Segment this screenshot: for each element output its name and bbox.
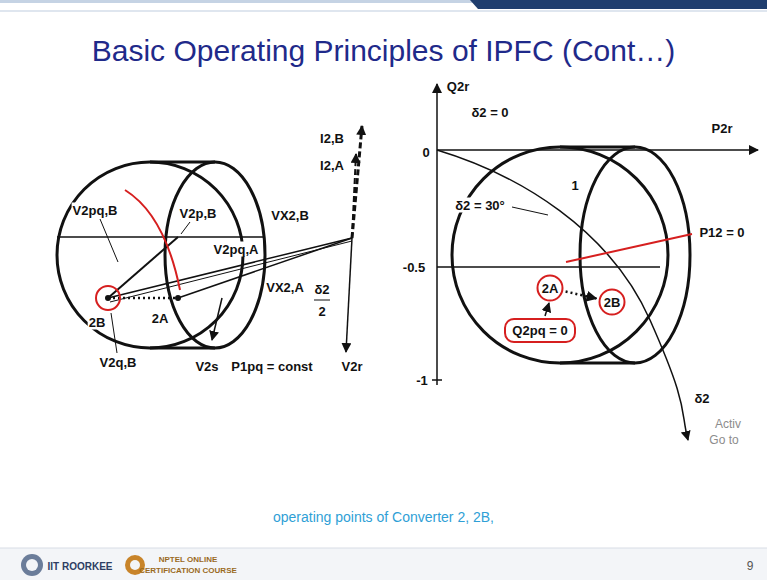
footer-text: IIT ROORKEE bbox=[46, 561, 113, 572]
leader-line bbox=[181, 222, 190, 234]
current-arrow bbox=[352, 154, 356, 238]
axis-label: P2r bbox=[711, 121, 734, 136]
dotted-arrow bbox=[566, 292, 597, 299]
nptel-logo bbox=[130, 560, 140, 570]
slide-title: Basic Operating Principles of IPFC (Cont… bbox=[0, 33, 767, 69]
phasor-label: P1pq = const bbox=[230, 359, 313, 374]
leader-line bbox=[100, 219, 118, 262]
footer-line bbox=[0, 548, 767, 549]
slide-caption: operating points of Converter 2, 2B, bbox=[0, 508, 767, 526]
watermark: Go to bbox=[708, 433, 739, 448]
axis-label: Q2r bbox=[446, 79, 470, 94]
voltage-arrow bbox=[212, 298, 222, 340]
institute-logo bbox=[21, 554, 43, 576]
axis-tick bbox=[432, 379, 442, 381]
institute-logo bbox=[26, 559, 38, 571]
header-bar bbox=[470, 0, 767, 9]
phasor-label: V2p,B bbox=[179, 206, 218, 221]
leader-line bbox=[111, 313, 117, 353]
curve-label: δ2 = 30° bbox=[454, 198, 506, 213]
phasor-label: V2s bbox=[194, 359, 219, 374]
phasor-label: V2q,B bbox=[99, 355, 138, 370]
cylinder-edge bbox=[150, 161, 215, 164]
cylinder-edge bbox=[150, 347, 215, 350]
header-line bbox=[0, 10, 767, 12]
node-text: Q2pq = 0 bbox=[512, 323, 567, 338]
page-number: 9 bbox=[746, 559, 755, 574]
phasor-label: V2pq,A bbox=[213, 242, 260, 257]
fraction-bar bbox=[314, 300, 330, 301]
phasor-label: VX2,B bbox=[270, 208, 310, 223]
footer-text: NPTEL ONLINE bbox=[158, 555, 219, 565]
point-label: 2A bbox=[151, 311, 170, 326]
red-annotation bbox=[566, 234, 692, 262]
cylinder-edge bbox=[560, 146, 635, 149]
p-axis bbox=[437, 149, 758, 151]
red-box bbox=[505, 319, 575, 342]
reference-line bbox=[57, 236, 265, 238]
point-label: 2B bbox=[88, 315, 107, 330]
footer-text: CERTIFICATION COURSE bbox=[138, 566, 238, 576]
operating-circle bbox=[452, 147, 668, 363]
phasor-label: I2,B bbox=[319, 131, 345, 146]
phasor-line bbox=[108, 238, 352, 298]
annotation-box: Q2pq = 0 bbox=[504, 318, 576, 343]
footer-bar bbox=[0, 548, 767, 580]
phasor-label: VX2,A bbox=[265, 280, 305, 295]
red-circle bbox=[600, 290, 625, 315]
node-text: 2B bbox=[604, 295, 621, 310]
operating-point-marker: 2B bbox=[598, 288, 626, 316]
line-label: P12 = 0 bbox=[698, 225, 745, 240]
pointer-arrow bbox=[545, 303, 549, 316]
grid-line bbox=[437, 266, 660, 268]
delta-curve bbox=[437, 150, 688, 440]
phasor-label: V2pq,B bbox=[72, 203, 119, 218]
operating-point bbox=[105, 295, 111, 301]
red-circle bbox=[538, 276, 563, 301]
node-text: 2A bbox=[542, 281, 559, 296]
phasor-label: V2r bbox=[341, 359, 364, 374]
tick-label: -1 bbox=[415, 373, 429, 388]
current-arrow bbox=[352, 126, 362, 238]
operating-point bbox=[175, 295, 181, 301]
voltage-arrow bbox=[346, 238, 352, 352]
tick-label: 0 bbox=[421, 145, 430, 160]
angle-label: δ2 bbox=[313, 282, 330, 297]
tick-label: -0.5 bbox=[402, 260, 426, 275]
operating-point-marker: 2A bbox=[536, 274, 564, 302]
angle-label: 2 bbox=[317, 304, 326, 319]
red-annotation bbox=[125, 190, 180, 290]
dotted-path bbox=[108, 297, 178, 300]
tick-label: 1 bbox=[570, 178, 579, 193]
curve-label: δ2 bbox=[693, 391, 710, 406]
operating-ellipse bbox=[165, 162, 265, 348]
watermark: Activ bbox=[714, 417, 742, 432]
cylinder-edge bbox=[560, 362, 635, 365]
leader-line bbox=[512, 207, 548, 215]
curve-label: δ2 = 0 bbox=[470, 105, 509, 120]
phasor-line bbox=[178, 238, 352, 298]
red-highlight bbox=[96, 286, 120, 310]
phasor-label: I2,A bbox=[319, 158, 345, 173]
q-axis bbox=[436, 84, 438, 385]
